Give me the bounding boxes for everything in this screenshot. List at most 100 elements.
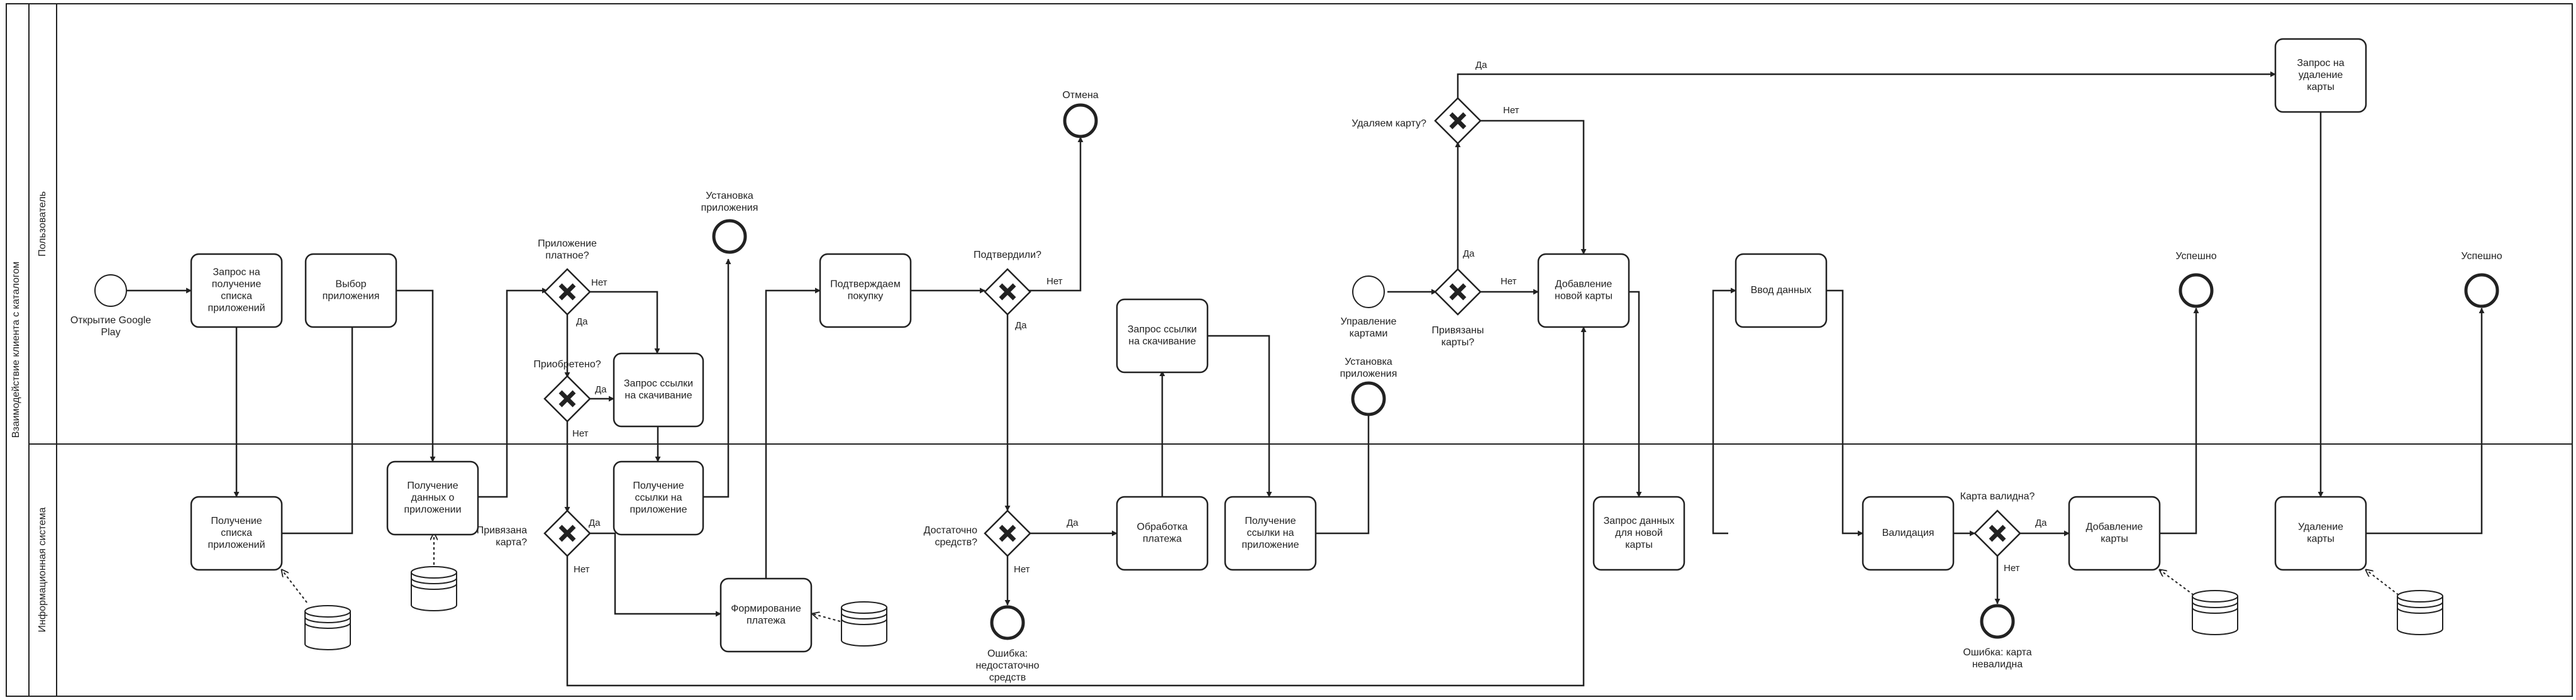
task-label-line: приложении [404,504,461,515]
gateway-label-line: платное? [545,250,589,261]
gateway-purchased[interactable]: Приобретено? [533,359,601,423]
task-label-line: получение [212,279,262,290]
gateway-confirmed[interactable]: Подтвердили? [974,250,1041,316]
flow-label-linked-no: Нет [574,564,590,575]
task-label-line: Подтверждаем [830,279,901,290]
gateway-delete-card[interactable]: Удаляем карту? [1352,97,1482,145]
task-label-line: приложения [323,291,380,302]
event-label-line: Успешно [2175,251,2216,262]
gateway-label-line: Достаточно [924,525,977,536]
task-label-line: Выбор [335,279,366,290]
task-label-line: списка [221,291,252,302]
exclusive-x-icon [1449,283,1467,301]
task-label-line: приложений [208,540,265,550]
task-enter-data[interactable]: Ввод данных [1735,253,1828,328]
exclusive-x-icon [558,390,576,408]
end-event-circle [1063,103,1098,138]
gateway-label-line: Карта валидна? [1960,491,2035,502]
sequence-flows [127,71,2485,687]
gateway-label-line: Приложение [538,238,597,249]
pool-label: Взаимодействие клиента с каталогом [11,262,21,438]
gateway-label-line: Привязана [477,525,527,536]
task-label-line: Валидация [1882,528,1935,538]
task-box [1537,253,1630,328]
task-label-line: Запрос на [2297,58,2344,69]
task-box [1735,253,1828,328]
task-label-line: Ввод данных [1751,285,1812,296]
task-box [1862,496,1955,571]
flow-label-valid-yes: Да [2035,518,2047,528]
gateway-label-line: Удаляем карту? [1352,118,1426,129]
event-label-line: средств [989,672,1026,683]
event-label-line: Установка [1345,357,1392,367]
data-store-2 [411,566,457,611]
end-event-success-1[interactable]: Успешно [2175,251,2217,308]
flow-label-cards-no: Нет [1501,276,1517,287]
task-label-line: покупку [848,291,884,302]
task-label-line: Запрос ссылки [1128,325,1197,335]
task-label-line: Добавление [2086,522,2143,533]
task-box [613,460,704,536]
flow-label-funds-no: Нет [1014,564,1030,575]
task-box [2274,38,2367,113]
gateway-label-line: карта? [496,537,527,548]
flow-label-confirmed-no: Нет [1046,276,1063,287]
exclusive-x-icon [999,525,1016,542]
task-label-line: Запрос ссылки [624,379,693,389]
event-label-line: Успешно [2461,251,2502,262]
exclusive-x-icon [1449,112,1467,130]
flow-label-delete-no: Нет [1503,105,1519,116]
task-validation[interactable]: Валидация [1862,496,1955,571]
flow-label-valid-no: Нет [2004,563,2020,574]
task-label-line: списка [221,528,252,538]
gateway-label-line: Привязаны [1432,325,1484,336]
lane-label-system: Информационная система [37,508,48,633]
data-associations [282,533,2399,622]
task-box [2068,496,2161,571]
task-label-line: ссылки на [635,492,682,503]
start-event-circle [1352,275,1385,308]
task-box [819,253,912,328]
event-label-line: приложения [701,203,758,213]
event-label-line: Ошибка: карта [1963,647,2031,658]
flow-label-purchased-no: Нет [572,428,589,439]
task-label-line: карты [2307,534,2334,545]
end-event-success-2[interactable]: Успешно [2461,251,2502,308]
end-event-cancel[interactable]: Отмена [1062,90,1099,138]
task-label-line: Получение [1245,516,1296,526]
task-label-line: Обработка [1137,522,1188,533]
gateway-card-valid[interactable]: Карта валидна? [1960,491,2035,557]
flow-label-funds-yes: Да [1067,518,1079,528]
gateway-label-line: Подтвердили? [974,250,1041,260]
flow-label-confirmed-yes: Да [1015,320,1027,331]
task-label-line: ссылки на [1247,528,1294,538]
task-box [613,352,704,428]
